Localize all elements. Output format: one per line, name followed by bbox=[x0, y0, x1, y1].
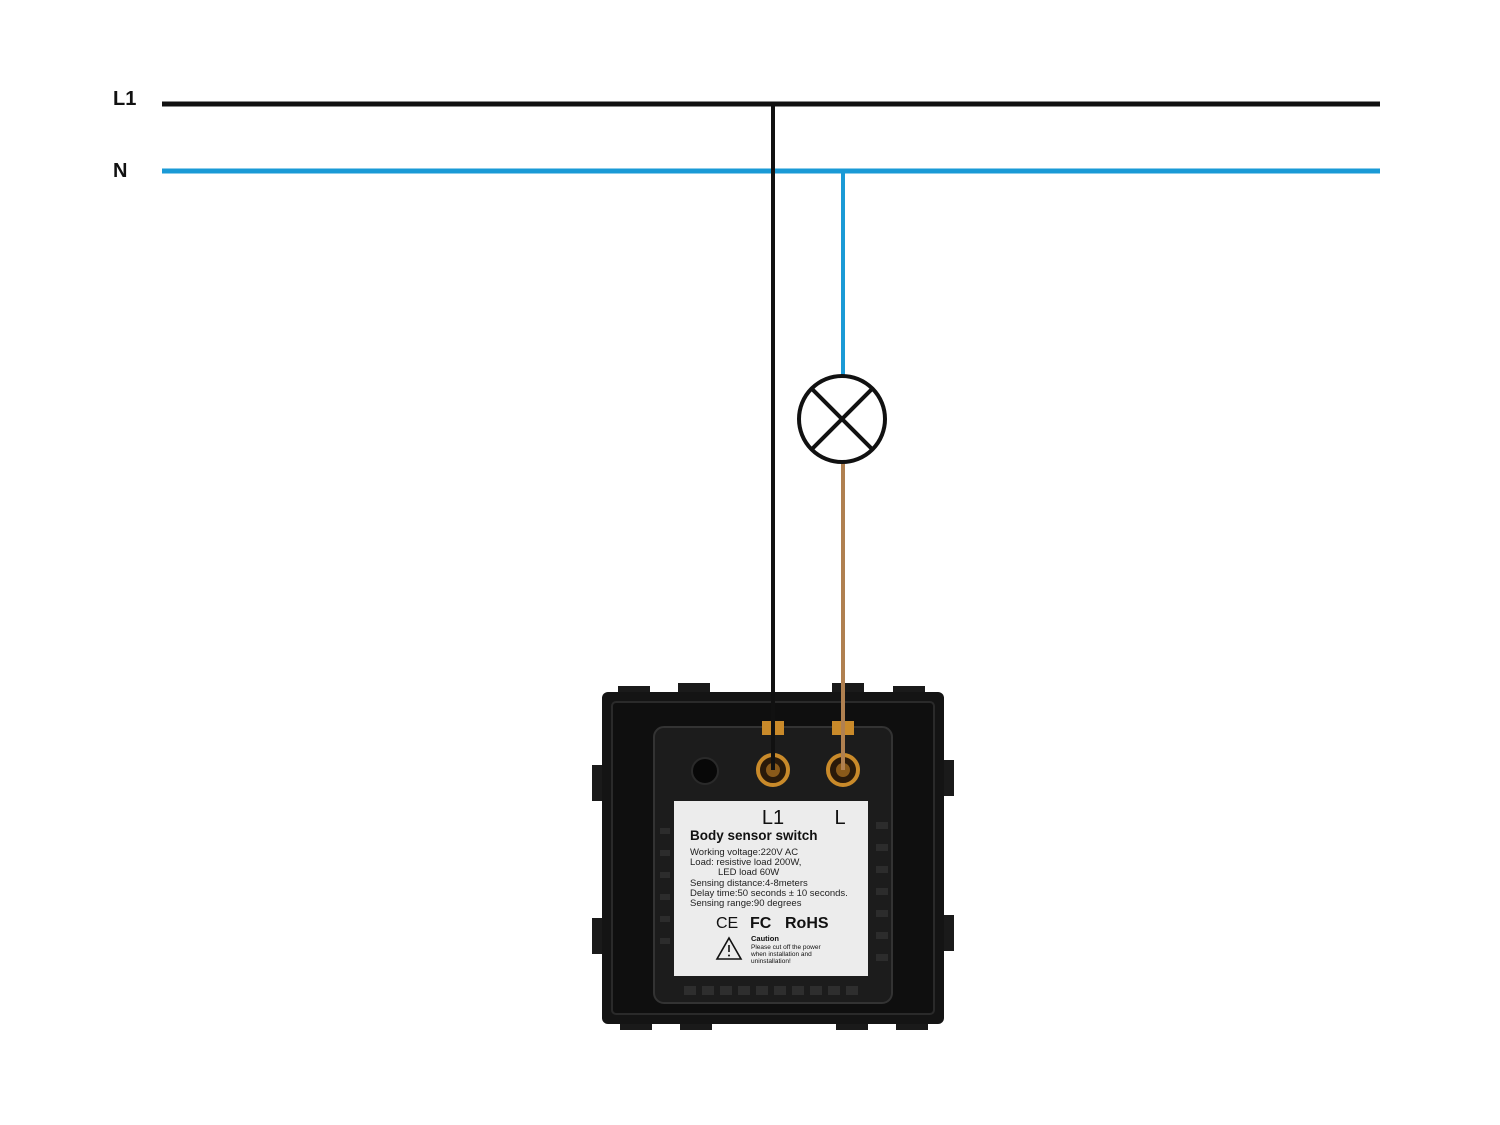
ce-mark: CE bbox=[716, 915, 738, 932]
fc-mark: FC bbox=[750, 915, 772, 932]
switch-title: Body sensor switch bbox=[690, 828, 818, 843]
caution-line-3: uninstallation! bbox=[751, 958, 791, 965]
terminal-l-label: L bbox=[834, 807, 845, 829]
caution-heading: Caution bbox=[751, 934, 779, 943]
lamp-symbol-icon bbox=[797, 374, 887, 464]
spec-led-load: LED load 60W bbox=[718, 867, 779, 878]
switch-module: L1 L Body sensor switch Working voltage:… bbox=[592, 683, 954, 1030]
spec-delay: Delay time:50 seconds ± 10 seconds. bbox=[690, 888, 848, 899]
caution-line-1: Please cut off the power bbox=[751, 944, 821, 951]
warning-triangle-icon bbox=[715, 936, 743, 960]
caution-line-2: when installation and bbox=[750, 951, 812, 958]
spec-distance: Sensing distance:4-8meters bbox=[690, 878, 808, 889]
spec-voltage: Working voltage:220V AC bbox=[690, 847, 798, 858]
terminal-l1-label: L1 bbox=[762, 807, 784, 829]
product-label bbox=[674, 801, 868, 976]
live-rail-label: L1 bbox=[113, 88, 137, 110]
spec-load: Load: resistive load 200W, bbox=[690, 857, 801, 868]
neutral-rail-label: N bbox=[113, 160, 128, 182]
sensor-hole bbox=[691, 757, 719, 785]
spec-range: Sensing range:90 degrees bbox=[690, 898, 802, 909]
rohs-mark: RoHS bbox=[785, 915, 829, 932]
